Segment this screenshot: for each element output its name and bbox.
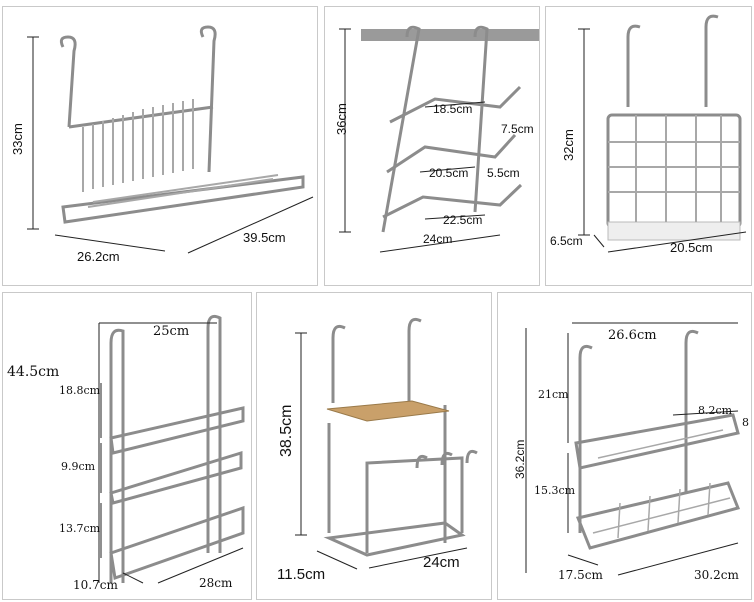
- three-tier-rack-illustration: [98, 314, 245, 584]
- two-tier-rack-upper-height-label: 21cm: [538, 388, 569, 401]
- dish-rack-depth-label: 26.2cm: [77, 249, 120, 264]
- dish-rack-illustration: [27, 25, 314, 254]
- knife-block-rack-width-label: 24cm: [423, 554, 460, 571]
- knife-block-rack-depth-label: 11.5cm: [277, 566, 326, 583]
- two-tier-rack-lower-height-label: 15.3cm: [534, 484, 576, 497]
- dish-rack-height-label: 33cm: [10, 123, 25, 155]
- three-tier-rack-top-label: 25cm: [153, 324, 190, 339]
- two-tier-rack-shelf-label: 8.2cm: [698, 404, 733, 417]
- three-tier-rack-section2-label: 9.9cm: [61, 460, 96, 473]
- product-panel-dish-rack: 33cm 26.2cm 39.5cm: [2, 6, 318, 286]
- utensil-holder-width-label: 20.5cm: [670, 240, 713, 255]
- three-tier-rack-width-label: 28cm: [199, 576, 233, 590]
- pot-lid-rack-dim-22-5: 22.5cm: [443, 213, 483, 227]
- two-tier-rack-top-label: 26.6cm: [608, 328, 657, 343]
- three-tier-rack-section1-label: 18.8cm: [59, 384, 101, 397]
- three-tier-rack-section3-label: 13.7cm: [59, 522, 101, 535]
- three-tier-rack-total-height-label: 44.5cm: [7, 364, 60, 380]
- pot-lid-rack-width-label: 24cm: [423, 232, 453, 246]
- product-panel-utensil-holder: 32cm 6.5cm 20.5cm: [545, 6, 752, 286]
- pot-lid-rack-dim-18-5: 18.5cm: [433, 102, 473, 116]
- pot-lid-rack-dim-5-5: 5.5cm: [487, 166, 520, 180]
- knife-block-rack-illustration: [295, 317, 478, 570]
- pot-lid-rack-height-label: 36cm: [334, 103, 349, 135]
- product-panel-knife-block-rack: 38.5cm 11.5cm 24cm: [256, 292, 492, 600]
- dish-rack-width-label: 39.5cm: [243, 230, 286, 245]
- utensil-holder-height-label: 32cm: [561, 129, 576, 161]
- product-panel-two-tier-rack: 26.6cm 21cm 8.2cm 8 36.2cm 15.3cm 17.5cm…: [497, 292, 752, 600]
- two-tier-rack-total-height-label: 36.2cm: [513, 439, 527, 479]
- knife-block-rack-height-label: 38.5cm: [278, 404, 295, 457]
- pot-lid-rack-illustration: [339, 25, 539, 253]
- utensil-holder-illustration: [578, 14, 747, 253]
- two-tier-rack-depth-label: 17.5cm: [558, 568, 603, 582]
- utensil-holder-depth-label: 6.5cm: [550, 234, 583, 248]
- pot-lid-rack-dim-7-5: 7.5cm: [501, 122, 534, 136]
- product-panel-pot-lid-rack: 36cm 18.5cm 7.5cm 20.5cm 5.5cm 22.5cm 24…: [324, 6, 540, 286]
- three-tier-rack-depth-label: 10.7cm: [73, 578, 118, 592]
- pot-lid-rack-dim-20-5: 20.5cm: [429, 166, 469, 180]
- two-tier-rack-width-label: 30.2cm: [694, 568, 739, 582]
- two-tier-rack-illustration: [525, 322, 741, 576]
- product-panel-three-tier-rack: 44.5cm 25cm 18.8cm 9.9cm 13.7cm 10.7cm 2…: [2, 292, 252, 600]
- two-tier-rack-edge-label: 8: [742, 416, 749, 429]
